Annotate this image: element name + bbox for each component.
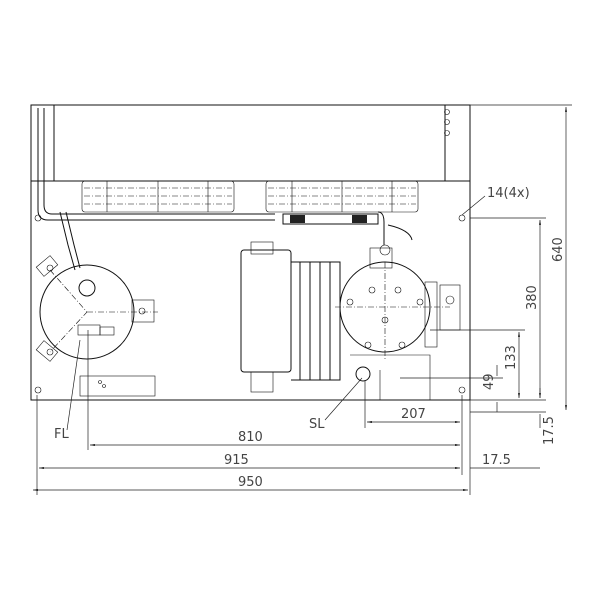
- dim-640: 640: [551, 237, 566, 262]
- dim-17-5-vertical: 17.5: [542, 416, 557, 445]
- compressor: [240, 241, 461, 401]
- dim-17-5-horizontal: 17.5: [482, 453, 511, 468]
- dim-915: 915: [224, 453, 249, 468]
- dimension-lines: [33, 104, 572, 495]
- liquid-receiver: [35, 255, 158, 397]
- dim-380: 380: [525, 285, 540, 310]
- dim-49: 49: [482, 373, 497, 390]
- base-plate: [30, 104, 471, 401]
- piping: [37, 108, 413, 271]
- dim-133: 133: [504, 345, 519, 370]
- fl-label: FL: [54, 427, 69, 442]
- hole-label: 14(4x): [487, 186, 530, 201]
- dim-810: 810: [238, 430, 263, 445]
- mounting-holes: [34, 214, 466, 394]
- dim-950: 950: [238, 475, 263, 490]
- sl-label: SL: [309, 417, 325, 432]
- condenser: [53, 104, 450, 213]
- dim-207: 207: [401, 407, 426, 422]
